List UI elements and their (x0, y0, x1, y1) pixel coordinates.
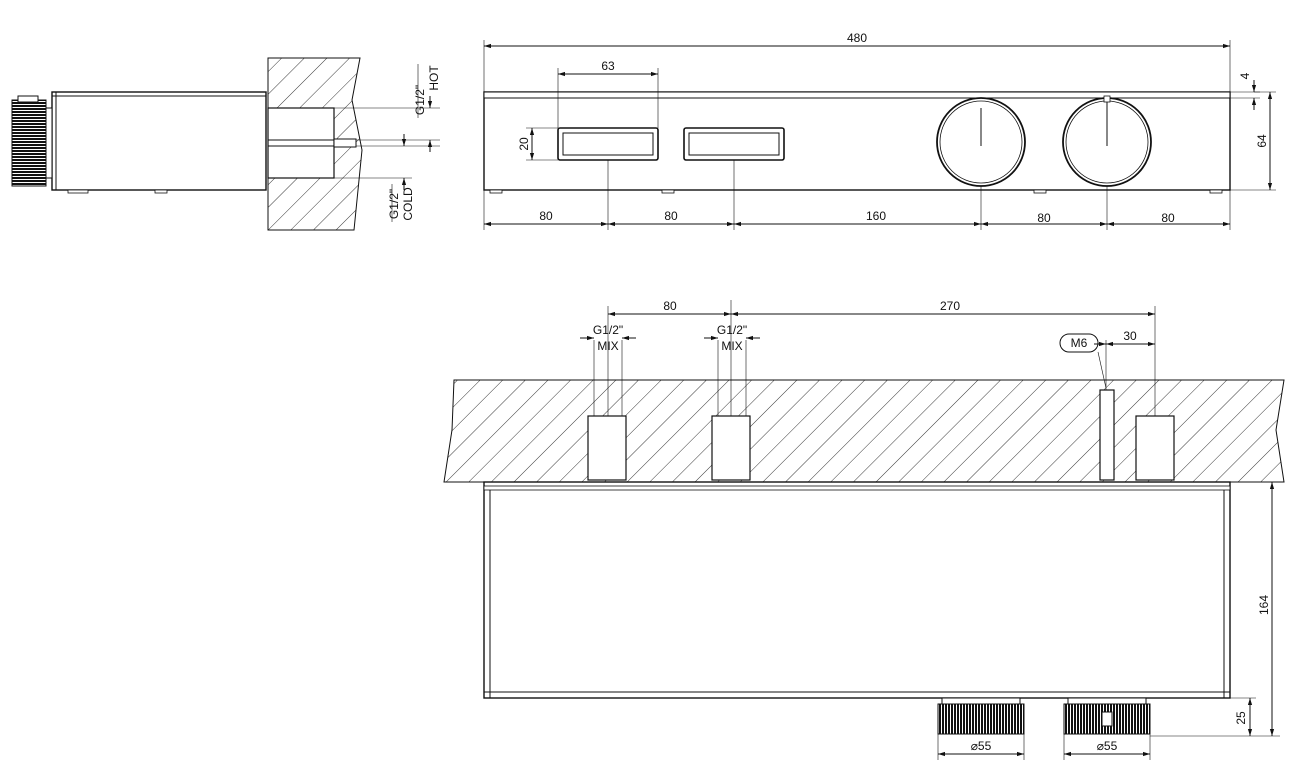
wall-section-top (443, 379, 1285, 483)
outlet1-thread-label: G1/2" (593, 323, 623, 337)
hot-sub-label: HOT (427, 65, 441, 91)
dim-bottom-2: 80 (664, 209, 678, 223)
dim-depth: 164 (1257, 595, 1271, 615)
dim-knob-depth: 25 (1234, 711, 1248, 725)
top-knob-1 (937, 703, 1025, 735)
dim-plate-thickness: 4 (1238, 72, 1252, 79)
dim-bottom-3: 160 (866, 209, 886, 223)
top-body (483, 481, 1231, 699)
dim-button-height: 20 (517, 137, 531, 151)
screw-label: M6 (1071, 336, 1088, 350)
cold-sub-label: COLD (401, 187, 415, 221)
outlet1-sub-label: MIX (597, 339, 618, 353)
screw-label-box (1059, 333, 1099, 353)
dim-bottom-1: 80 (539, 209, 553, 223)
side-knob (11, 99, 47, 187)
dim-bottom-5: 80 (1161, 211, 1175, 225)
dim-outlet-spacing: 80 (663, 299, 677, 313)
front-view: 480 63 20 4 64 80 80 160 (483, 31, 1276, 230)
cold-thread-label: G1/2" (387, 189, 401, 219)
dim-total-width: 480 (847, 31, 867, 45)
outlet2-sub-label: MIX (721, 339, 742, 353)
knob1-diameter: ⌀55 (971, 739, 992, 753)
outlet2-thread-label: G1/2" (717, 323, 747, 337)
hot-thread-label: G1/2" (413, 85, 427, 115)
side-view: G1/2" HOT G1/2" COLD (11, 57, 441, 231)
top-view: 80 270 G1/2" MIX G1/2" MIX M6 30 164 25 (443, 299, 1285, 760)
dim-front-height: 64 (1255, 134, 1269, 148)
side-body (51, 91, 267, 191)
dim-screw-offset: 30 (1123, 329, 1137, 343)
knob2-diameter: ⌀55 (1097, 739, 1118, 753)
dim-outlet-to-inlet: 270 (940, 299, 960, 313)
dim-bottom-4: 80 (1037, 211, 1051, 225)
dim-button-width: 63 (601, 59, 615, 73)
